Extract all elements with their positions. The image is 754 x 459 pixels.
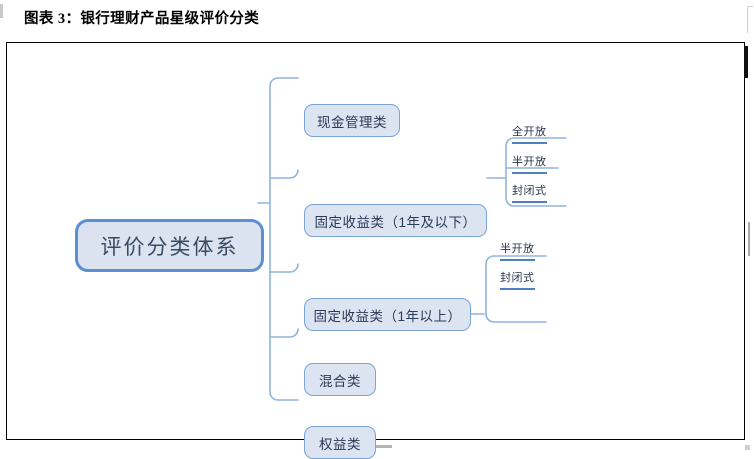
page-edge-mark-bottom [366, 445, 392, 448]
leaf-fixed-long-semi-open[interactable]: 半开放 [500, 242, 535, 261]
connector-tap-fixed-short-helper [270, 170, 298, 178]
connector-tap-fixed-short [269, 169, 299, 179]
figure-title: 图表 3：银行理财产品星级评价分类 [24, 11, 260, 27]
node-equity[interactable]: 权益类 [304, 426, 376, 459]
node-mixed[interactable]: 混合类 [304, 363, 376, 396]
leaf-fixed-short-fully-open[interactable]: 全开放 [512, 125, 547, 144]
page-edge-mark-middle-right [748, 222, 750, 256]
page-edge-mark-top-left [0, 4, 3, 18]
connector-tap-mixed [269, 328, 299, 338]
connector-tap-fixed-long [269, 263, 299, 273]
leaf-fixed-short-closed[interactable]: 封闭式 [512, 184, 547, 203]
page-edge-mark-bottom-right [745, 445, 750, 450]
node-fixed-income-short[interactable]: 固定收益类（1年及以下） [304, 204, 487, 237]
leaf-fixed-long-closed[interactable]: 封闭式 [500, 271, 535, 290]
connector-spine-outer [269, 77, 299, 401]
leaf-fixed-short-semi-open[interactable]: 半开放 [512, 155, 547, 174]
page-edge-mark-hollow [747, 6, 753, 33]
node-fixed-income-long[interactable]: 固定收益类（1年以上） [304, 298, 471, 331]
page-edge-mark-top-right [744, 46, 748, 78]
node-root[interactable]: 评价分类体系 [75, 219, 264, 272]
node-cash-management[interactable]: 现金管理类 [304, 104, 400, 137]
mindmap-diagram: 评价分类体系 现金管理类 固定收益类（1年及以下） 固定收益类（1年以上） 混合… [6, 42, 745, 459]
